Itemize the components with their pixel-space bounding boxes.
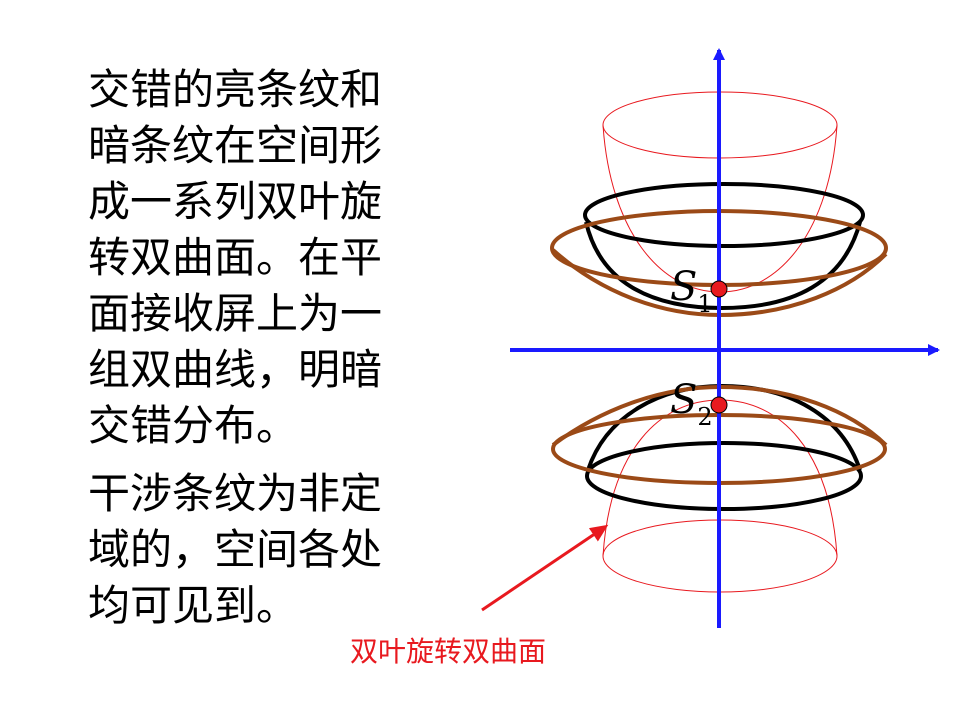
description-paragraph-1: 交错的亮条纹和 暗条纹在空间形 成一系列双叶旋 转双曲面。在平 面接收屏上为一 … bbox=[88, 62, 408, 454]
text-line: 组双曲线，明暗 bbox=[88, 345, 383, 394]
caption-pointer-arrow bbox=[481, 524, 609, 612]
text-line: 暗条纹在空间形 bbox=[88, 121, 383, 170]
source-point-s2 bbox=[710, 396, 728, 414]
source-label-s2: S2 bbox=[670, 377, 713, 431]
upper-black-bowl bbox=[583, 182, 865, 311]
text-line: 域的，空间各处 bbox=[88, 525, 383, 574]
source-point-s1 bbox=[710, 280, 728, 298]
text-line: 转双曲面。在平 bbox=[88, 233, 383, 282]
text-line: 面接收屏上为一 bbox=[88, 289, 383, 338]
text-line: 交错的亮条纹和 bbox=[88, 65, 383, 114]
text-line: 均可见到。 bbox=[88, 581, 299, 630]
text-line: 成一系列双叶旋 bbox=[88, 177, 383, 226]
text-line: 干涉条纹为非定 bbox=[88, 469, 383, 518]
surface-caption: 双叶旋转双曲面 bbox=[350, 635, 547, 668]
source-label-s1: S1 bbox=[670, 264, 713, 318]
description-paragraph-2: 干涉条纹为非定 域的，空间各处 均可见到。 bbox=[88, 466, 408, 634]
text-line: 交错分布。 bbox=[88, 401, 299, 450]
